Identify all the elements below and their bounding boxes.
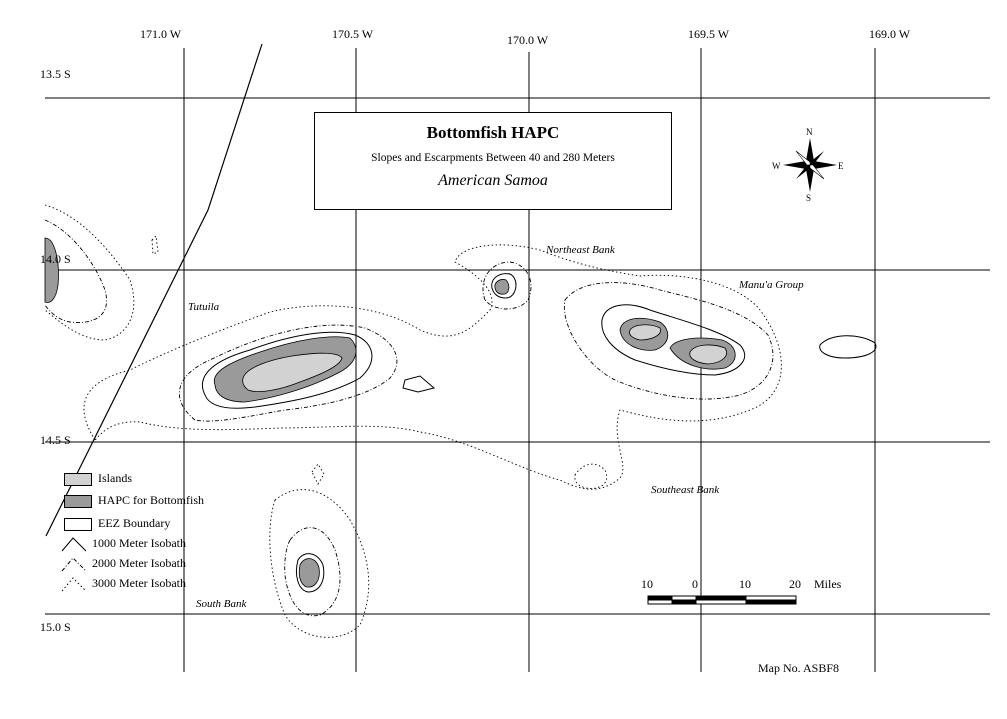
legend-iso2000-label: 2000 Meter Isobath <box>92 556 186 570</box>
legend-isobath-symbols <box>61 537 87 592</box>
scale-unit: Miles <box>814 577 842 591</box>
isobath-3000-main <box>83 244 782 490</box>
scale-seg-4 <box>745 599 797 605</box>
isobath-2000 <box>44 219 774 617</box>
compass-arm-sw <box>796 165 810 179</box>
scale-seg-2 <box>671 599 697 605</box>
place-tutuila: Tutuila <box>188 301 220 313</box>
compass-rose-icon <box>783 138 837 192</box>
isobath-1000-south-bank <box>295 553 325 593</box>
place-manua-group: Manu'a Group <box>739 279 804 291</box>
isobath-3000-south-bank <box>269 489 370 638</box>
isobath-2000-ne-bank <box>482 261 532 310</box>
map-region: American Samoa <box>438 172 548 189</box>
legend-hapc: HAPC for Bottomfish <box>64 493 204 508</box>
lat-label-14-5: 14.5 S <box>40 433 71 447</box>
compass-arm-ne <box>810 151 824 165</box>
lat-label-15-0: 15.0 S <box>40 620 71 634</box>
legend-islands: Islands <box>64 471 132 486</box>
place-southeast-bank: Southeast Bank <box>651 484 720 496</box>
isobath-1000-east-bank <box>819 335 877 359</box>
island-tau <box>689 344 727 365</box>
scale-bar <box>647 595 797 605</box>
islands <box>242 324 727 392</box>
compass-e-label: E <box>838 161 844 171</box>
legend-iso1000-label: 1000 Meter Isobath <box>92 536 186 550</box>
lat-label-14-0: 14.0 S <box>40 252 71 266</box>
place-south-bank: South Bank <box>196 598 247 610</box>
lon-label-170-0: 170.0 W <box>507 33 549 47</box>
compass-n-label: N <box>806 127 813 137</box>
isobath-3000 <box>44 204 782 638</box>
compass-arm-s <box>806 165 814 192</box>
isobath-1000-small-bank <box>402 375 436 393</box>
lon-label-169-5: 169.5 W <box>688 27 730 41</box>
compass-arm-n <box>806 138 814 165</box>
hapc-south-bank <box>298 558 320 588</box>
legend-eez-label: EEZ Boundary <box>98 516 171 530</box>
map-subtitle: Slopes and Escarpments Between 40 and 28… <box>371 152 615 164</box>
legend-iso3000-symbol <box>61 577 87 592</box>
isobath-3000-small <box>311 463 325 485</box>
island-ofu <box>629 324 661 341</box>
legend-hapc-label: HAPC for Bottomfish <box>98 493 205 507</box>
legend-iso2000-symbol <box>61 557 87 572</box>
island-tutuila <box>242 352 343 392</box>
scale-tick-0: 0 <box>692 577 698 591</box>
compass-w-label: W <box>772 161 781 171</box>
lon-label-171-0: 171.0 W <box>140 27 182 41</box>
isobath-1000-tutuila <box>201 331 373 409</box>
compass-arm-w <box>783 161 810 169</box>
compass-s-label: S <box>806 193 812 203</box>
compass-arm-e <box>810 161 837 169</box>
legend-eez-swatch <box>64 517 92 531</box>
title-box: Bottomfish HAPC Slopes and Escarpments B… <box>314 112 672 210</box>
legend-hapc-swatch <box>64 494 92 508</box>
isobath-2000-south-bank <box>284 527 341 617</box>
isobath-3000-speck <box>151 235 159 255</box>
legend-islands-swatch <box>64 472 92 486</box>
scale-tick-20: 20 <box>789 577 801 591</box>
map-number: Map No. ASBF8 <box>758 661 840 675</box>
isobath-2000-west <box>44 219 107 323</box>
lon-label-170-5: 170.5 W <box>332 27 374 41</box>
legend-iso3000-label: 3000 Meter Isobath <box>92 576 186 590</box>
scale-tick-10: 10 <box>739 577 751 591</box>
isobath-3000-se-blob <box>574 463 608 489</box>
place-northeast-bank: Northeast Bank <box>546 244 615 256</box>
isobath-1000-ne-bank <box>491 273 517 299</box>
eez-boundary-line <box>45 43 263 537</box>
hapc-areas <box>44 237 736 588</box>
isobath-1000-manua <box>601 304 746 376</box>
scale-seg-1 <box>647 595 673 601</box>
hapc-ne-bank <box>494 279 510 295</box>
lon-label-169-0: 169.0 W <box>869 27 911 41</box>
legend-islands-label: Islands <box>98 471 132 485</box>
scale-tick-10-left: 10 <box>641 577 653 591</box>
isobath-1000 <box>201 273 877 593</box>
isobath-2000-tutuila <box>178 324 398 422</box>
map-title: Bottomfish HAPC <box>426 123 560 142</box>
isobath-2000-manua <box>563 282 774 400</box>
hapc-west-edge <box>44 237 59 303</box>
scale-seg-3 <box>695 595 747 601</box>
isobath-3000-west <box>44 204 135 341</box>
legend-eez: EEZ Boundary <box>64 516 170 531</box>
lat-label-13-5: 13.5 S <box>40 67 71 81</box>
legend-iso1000-symbol <box>61 537 87 552</box>
